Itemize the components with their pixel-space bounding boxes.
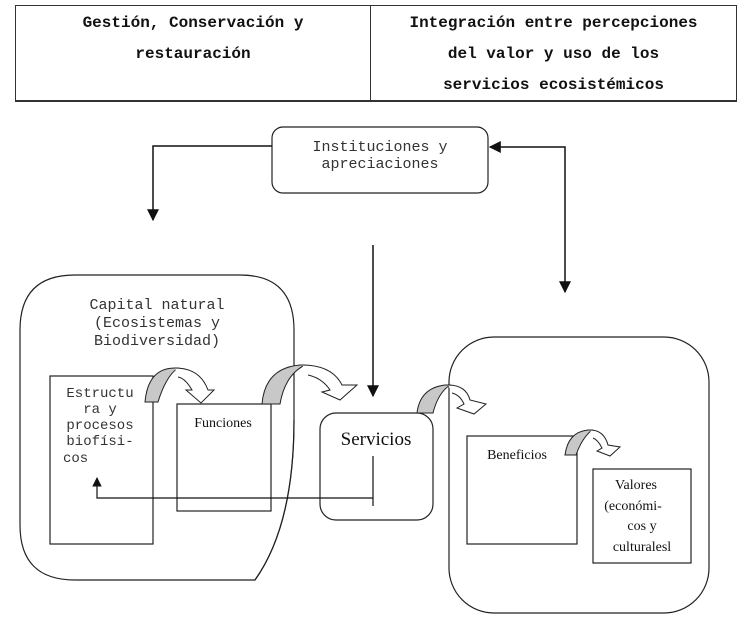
curved-arrow-funciones-to-servicios: [261, 364, 359, 405]
servicios-box: [319, 412, 434, 521]
node-estructura: Estructu ra y procesos biofísi- cos: [49, 375, 154, 545]
estructura-line-1: Estructu: [66, 386, 133, 402]
estructura-line-5: cos: [63, 451, 88, 467]
arrow-servicios-to-estructura: [92, 477, 373, 499]
capital-natural-line-2: (Ecosistemas y: [94, 315, 220, 332]
curved-arrow-servicios-to-beneficios: [416, 384, 488, 415]
valores-line-3: cos y: [627, 519, 656, 534]
beneficios-container-box: [448, 336, 710, 614]
header-right-line-3: servicios ecosistémicos: [443, 76, 664, 94]
estructura-box: [49, 375, 154, 545]
header-left-line-2: restauración: [135, 45, 251, 63]
arrow-instituciones-to-capital: [147, 145, 272, 222]
capital-natural-line-1: Capital natural: [89, 297, 224, 314]
capital-natural-line-3: Biodiversidad): [94, 333, 220, 350]
funciones-box: [176, 403, 272, 512]
header-cell-integration: Integración entre percepciones del valor…: [371, 6, 736, 100]
valores-line-1: Valores: [615, 478, 657, 493]
header-right-line-1: Integración entre percepciones: [409, 14, 698, 32]
node-capital-natural: Capital natural (Ecosistemas y Biodivers…: [19, 274, 295, 581]
node-beneficios: Beneficios: [466, 435, 578, 545]
valores-line-2: (económi-: [604, 499, 662, 514]
valores-line-4: culturalesl: [613, 540, 671, 555]
estructura-line-2: ra y: [83, 402, 117, 418]
node-instituciones: Instituciones y apreciaciones: [271, 126, 489, 194]
node-beneficios-container: [448, 336, 710, 614]
instituciones-box: [271, 126, 489, 194]
curved-arrow-beneficios-to-valores: [564, 429, 622, 457]
valores-box: [592, 468, 692, 564]
node-funciones: Funciones: [176, 403, 272, 512]
instituciones-line-1: Instituciones y: [312, 139, 447, 156]
node-servicios: Servicios: [319, 412, 434, 521]
funciones-label: Funciones: [194, 416, 252, 431]
beneficios-box: [466, 435, 578, 545]
header-table: Gestión, Conservación y restauración Int…: [15, 5, 737, 102]
node-valores: Valores (económi- cos y culturalesl: [592, 468, 692, 564]
beneficios-label: Beneficios: [487, 448, 547, 463]
capital-natural-edge: [254, 419, 295, 581]
instituciones-line-2: apreciaciones: [321, 156, 438, 173]
arrow-instituciones-beneficios-bidirectional: [488, 141, 571, 294]
header-cell-management: Gestión, Conservación y restauración: [16, 6, 371, 100]
servicios-label: Servicios: [341, 429, 412, 450]
header-right-line-2: del valor y uso de los: [447, 45, 660, 63]
header-left-line-1: Gestión, Conservación y: [82, 14, 304, 32]
estructura-line-4: biofísi-: [66, 434, 133, 450]
estructura-line-3: procesos: [66, 418, 133, 434]
curved-arrow-estructura-to-funciones: [144, 367, 216, 404]
